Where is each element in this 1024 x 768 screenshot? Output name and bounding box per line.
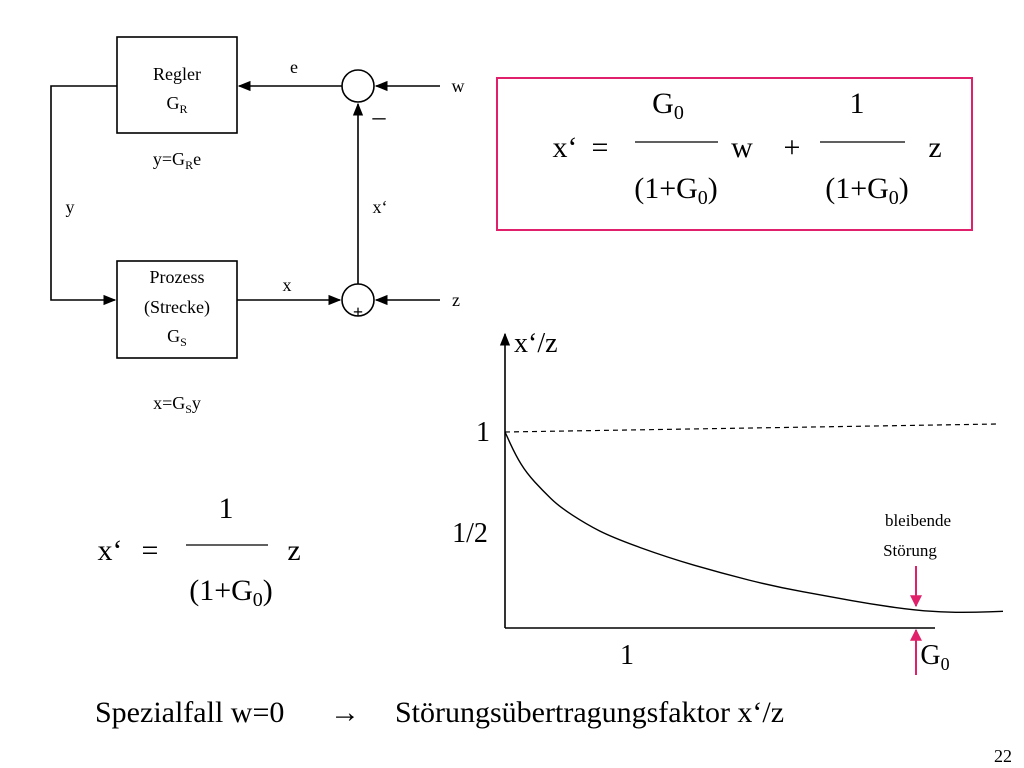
- disturbance-chart: x‘/z 1 1/2 1 G0 bleibende Störung: [452, 328, 1004, 675]
- process-label: Prozess: [150, 267, 205, 287]
- controller-symbol: GR: [166, 93, 187, 116]
- y-tick-label-1: 1: [476, 417, 490, 448]
- formula-numerator-2: 1: [850, 87, 865, 120]
- y-signal-path: [50, 85, 117, 306]
- formula-var-w: w: [731, 131, 753, 164]
- process-block: [116, 260, 238, 359]
- process-symbol: GS: [167, 326, 187, 349]
- controller-block: [116, 36, 238, 134]
- x-tick-label-1: 1: [620, 640, 634, 671]
- special-denominator: (1+G0): [189, 574, 273, 611]
- caption-arrow: →: [330, 696, 360, 729]
- formula-numerator-1: G0: [652, 87, 684, 124]
- special-numerator: 1: [219, 492, 234, 525]
- signal-z-label: z: [452, 290, 460, 310]
- formula-denominator-1: (1+G0): [634, 172, 718, 209]
- special-lhs: x‘: [98, 534, 123, 567]
- controller-equation: y=GRe: [153, 149, 201, 172]
- signal-x-label: x: [283, 275, 292, 295]
- formula-equals: =: [592, 131, 609, 164]
- special-formula: x‘ = 1 (1+G0) z: [98, 492, 301, 611]
- controller-label: Regler: [153, 64, 201, 84]
- signal-w-label: w: [452, 76, 465, 96]
- page-number: 22: [994, 746, 1012, 766]
- formula-plus: +: [784, 131, 801, 164]
- annotation-line-1: bleibende: [885, 511, 951, 530]
- annotation-line-2: Störung: [883, 541, 937, 560]
- formula-box-border: [496, 77, 973, 231]
- special-equals: =: [142, 534, 159, 567]
- caption-right: Störungsübertragungsfaktor x‘/z: [395, 696, 784, 729]
- plus-sign: +: [353, 302, 363, 322]
- signal-x-prime-label: x‘: [373, 197, 388, 217]
- formula-var-z: z: [928, 131, 941, 164]
- signal-y-label: y: [66, 197, 75, 217]
- caption: Spezialfall w=0 → Störungsübertragungsfa…: [95, 696, 784, 729]
- process-equation: x=GSy: [153, 393, 201, 416]
- comparator-junction: [341, 69, 375, 103]
- minus-sign: –: [372, 102, 387, 131]
- caption-left: Spezialfall w=0: [95, 696, 284, 729]
- y-axis-label: x‘/z: [514, 328, 558, 359]
- x-axis-label: G0: [920, 640, 949, 674]
- formula-lhs: x‘: [553, 131, 578, 164]
- block-diagram: Regler GR y=GRe Prozess (Strecke) GS x=G…: [50, 36, 465, 416]
- series-line-0: [504, 431, 1004, 614]
- special-var-z: z: [287, 534, 300, 567]
- process-sublabel: (Strecke): [144, 297, 210, 318]
- formula-box: x‘ = G0 (1+G0) w + 1 (1+G0) z: [496, 77, 973, 231]
- y-tick-label-half: 1/2: [452, 518, 488, 549]
- formula-denominator-2: (1+G0): [825, 172, 909, 209]
- reference-line: [504, 423, 999, 433]
- signal-e-label: e: [290, 57, 298, 77]
